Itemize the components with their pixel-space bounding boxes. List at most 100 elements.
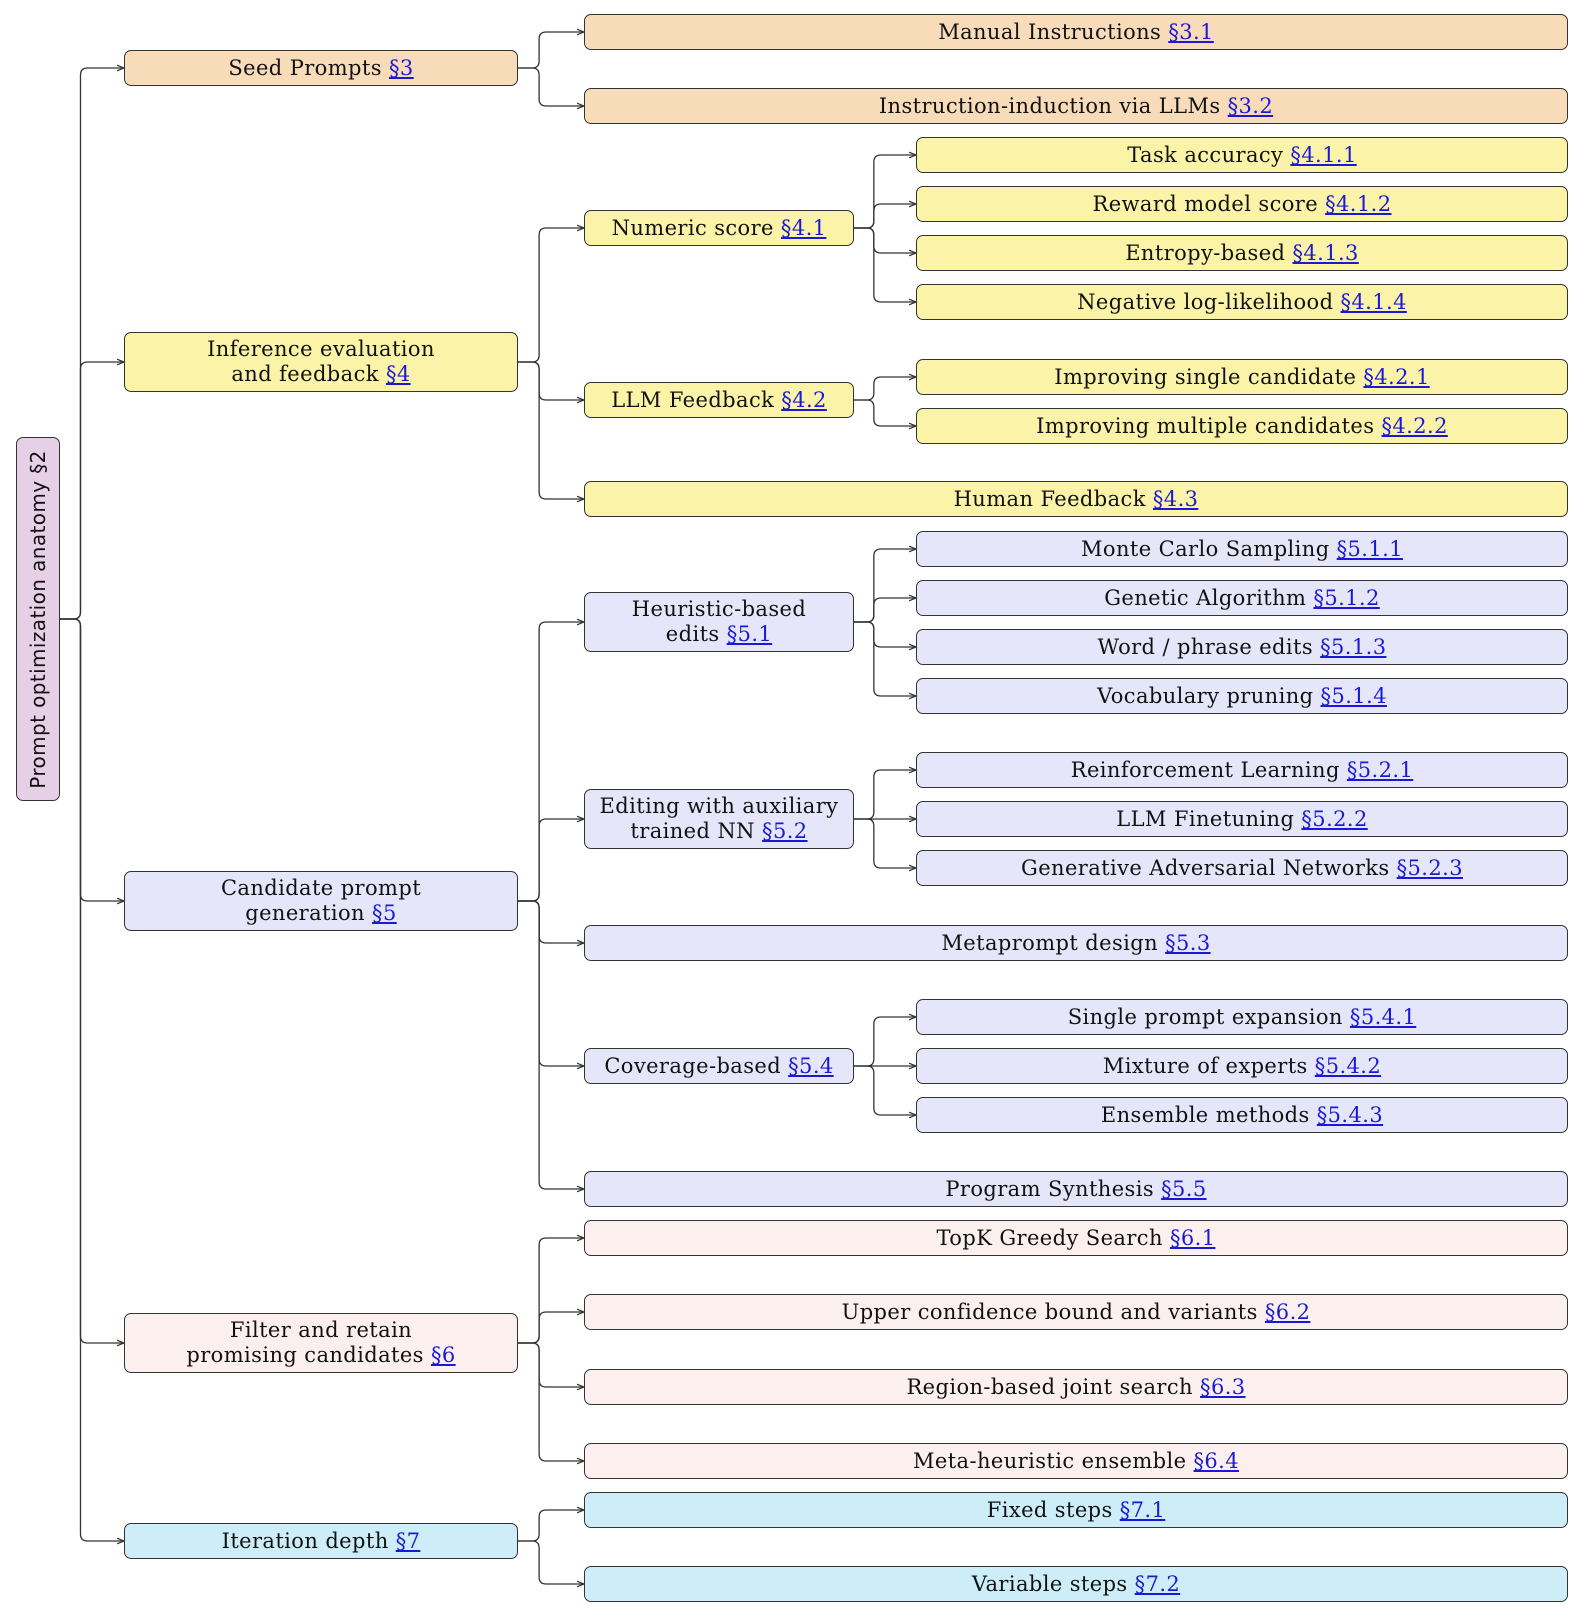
section-link[interactable]: §4.1.4 bbox=[1340, 289, 1407, 314]
section-link[interactable]: §3.2 bbox=[1227, 93, 1274, 118]
leaf-mixture-of-experts: Mixture of experts §5.4.2 bbox=[916, 1048, 1568, 1084]
section-link[interactable]: §6.2 bbox=[1264, 1299, 1311, 1324]
section-link[interactable]: §7.2 bbox=[1134, 1571, 1181, 1596]
branch-label: Seed Prompts bbox=[228, 55, 382, 80]
leaf-label: Upper confidence bound and variants bbox=[841, 1299, 1258, 1324]
leaf-label: Mixture of experts bbox=[1102, 1053, 1308, 1078]
leaf-label: Monte Carlo Sampling bbox=[1081, 536, 1330, 561]
numeric-connector bbox=[854, 227, 916, 302]
heuristic-connector bbox=[854, 621, 916, 696]
leaf-label: Region-based joint search bbox=[906, 1374, 1193, 1399]
section-link[interactable]: §3.1 bbox=[1168, 19, 1214, 44]
section-link[interactable]: §4.2.2 bbox=[1381, 413, 1448, 438]
leaf-label: Metaprompt design bbox=[941, 930, 1159, 955]
heuristic-connector bbox=[854, 549, 916, 623]
node-label: Numeric score bbox=[611, 215, 774, 240]
leaf-label: Entropy-based bbox=[1125, 240, 1286, 265]
section-link[interactable]: §5.2.1 bbox=[1346, 757, 1414, 782]
leaf-label: Meta-heuristic ensemble bbox=[912, 1448, 1187, 1473]
section-link[interactable]: §6.4 bbox=[1193, 1448, 1240, 1473]
section-link[interactable]: §4.2.1 bbox=[1363, 364, 1430, 389]
root-node: Prompt optimization anatomy §2 bbox=[16, 437, 60, 801]
section-link[interactable]: §5.3 bbox=[1165, 930, 1211, 955]
node-numeric-score: Numeric score §4.1 bbox=[584, 210, 854, 246]
branch-iteration-depth: Iteration depth §7 bbox=[124, 1523, 518, 1559]
numeric-connector bbox=[854, 204, 916, 229]
leaf-ensemble-methods: Ensemble methods §5.4.3 bbox=[916, 1097, 1568, 1133]
aux-nn-connector bbox=[854, 818, 916, 868]
leaf-fixed-steps: Fixed steps §7.1 bbox=[584, 1492, 1568, 1528]
section-link[interactable]: §5.1.1 bbox=[1336, 536, 1403, 561]
section-link[interactable]: §5.1 bbox=[726, 622, 773, 646]
root-ref: §2 bbox=[25, 449, 50, 474]
leaf-label: Ensemble methods bbox=[1100, 1102, 1310, 1127]
section-link[interactable]: §5.1.2 bbox=[1313, 585, 1380, 610]
leaf-label: Genetic Algorithm bbox=[1104, 585, 1307, 610]
section-link[interactable]: §4.1.2 bbox=[1325, 191, 1392, 216]
branch-label-line2: promising candidates bbox=[186, 1343, 424, 1367]
section-link[interactable]: §4.1 bbox=[780, 215, 827, 240]
filter-connector bbox=[518, 1342, 584, 1461]
coverage-connector bbox=[854, 1065, 916, 1115]
leaf-label: TopK Greedy Search bbox=[936, 1225, 1163, 1250]
section-link[interactable]: §3 bbox=[388, 55, 414, 80]
section-link[interactable]: §5.2 bbox=[762, 819, 808, 843]
leaf-label: Human Feedback bbox=[953, 486, 1146, 511]
leaf-label: Improving single candidate bbox=[1054, 364, 1357, 389]
leaf-improving-multiple: Improving multiple candidates §4.2.2 bbox=[916, 408, 1568, 444]
section-link[interactable]: §7.1 bbox=[1119, 1497, 1166, 1522]
iteration-connector bbox=[518, 1540, 584, 1584]
gen-connector bbox=[518, 900, 584, 943]
gen-connector bbox=[518, 819, 584, 902]
gen-connector bbox=[518, 900, 584, 1189]
section-link[interactable]: §5.1.4 bbox=[1320, 683, 1387, 708]
section-link[interactable]: §5.2.3 bbox=[1396, 855, 1463, 880]
leaf-label: Negative log-likelihood bbox=[1077, 289, 1334, 314]
section-link[interactable]: §6 bbox=[430, 1343, 456, 1367]
leaf-label: Reward model score bbox=[1092, 191, 1319, 216]
section-link[interactable]: §5.2.2 bbox=[1301, 806, 1368, 831]
leaf-word-phrase-edits: Word / phrase edits §5.1.3 bbox=[916, 629, 1568, 665]
leaf-label: Generative Adversarial Networks bbox=[1021, 855, 1390, 880]
node-label: Coverage-based bbox=[604, 1053, 782, 1078]
eval-connector bbox=[518, 361, 584, 499]
leaf-label: Improving multiple candidates bbox=[1036, 413, 1375, 438]
node-coverage-based: Coverage-based §5.4 bbox=[584, 1048, 854, 1084]
section-link[interactable]: §5 bbox=[372, 901, 397, 925]
leaf-reinforcement-learning: Reinforcement Learning §5.2.1 bbox=[916, 752, 1568, 788]
leaf-label: Word / phrase edits bbox=[1097, 634, 1314, 659]
leaf-label: Vocabulary pruning bbox=[1097, 683, 1314, 708]
iteration-connector bbox=[518, 1510, 584, 1542]
leaf-ucb-variants: Upper confidence bound and variants §6.2 bbox=[584, 1294, 1568, 1330]
eval-connector bbox=[518, 228, 584, 363]
leaf-label: Variable steps bbox=[971, 1571, 1128, 1596]
section-link[interactable]: §4.1.1 bbox=[1290, 142, 1357, 167]
section-link[interactable]: §5.5 bbox=[1161, 1176, 1207, 1201]
section-link[interactable]: §5.4.2 bbox=[1314, 1053, 1382, 1078]
leaf-label: Task accuracy bbox=[1127, 142, 1284, 167]
section-link[interactable]: §4.3 bbox=[1152, 486, 1199, 511]
section-link[interactable]: §5.4 bbox=[788, 1053, 834, 1078]
section-link[interactable]: §5.1.3 bbox=[1320, 634, 1387, 659]
section-link[interactable]: §6.1 bbox=[1169, 1225, 1216, 1250]
branch-label-line2: and feedback bbox=[231, 362, 379, 386]
leaf-monte-carlo: Monte Carlo Sampling §5.1.1 bbox=[916, 531, 1568, 567]
leaf-label: Fixed steps bbox=[986, 1497, 1113, 1522]
section-link[interactable]: §7 bbox=[395, 1528, 421, 1553]
branch-seed-prompts: Seed Prompts §3 bbox=[124, 50, 518, 86]
leaf-meta-heuristic: Meta-heuristic ensemble §6.4 bbox=[584, 1443, 1568, 1479]
section-link[interactable]: §4.1.3 bbox=[1292, 240, 1359, 265]
section-link[interactable]: §4 bbox=[385, 362, 411, 386]
root-connector bbox=[60, 618, 124, 1343]
numeric-connector bbox=[854, 155, 916, 229]
section-link[interactable]: §6.3 bbox=[1200, 1374, 1246, 1399]
section-link[interactable]: §5.4.3 bbox=[1316, 1102, 1384, 1127]
leaf-task-accuracy: Task accuracy §4.1.1 bbox=[916, 137, 1568, 173]
section-link[interactable]: §4.2 bbox=[781, 387, 827, 412]
node-label-line2: trained NN bbox=[630, 819, 755, 843]
branch-label: Iteration depth bbox=[221, 1528, 389, 1553]
section-link[interactable]: §5.4.1 bbox=[1349, 1004, 1417, 1029]
filter-connector bbox=[518, 1238, 584, 1344]
